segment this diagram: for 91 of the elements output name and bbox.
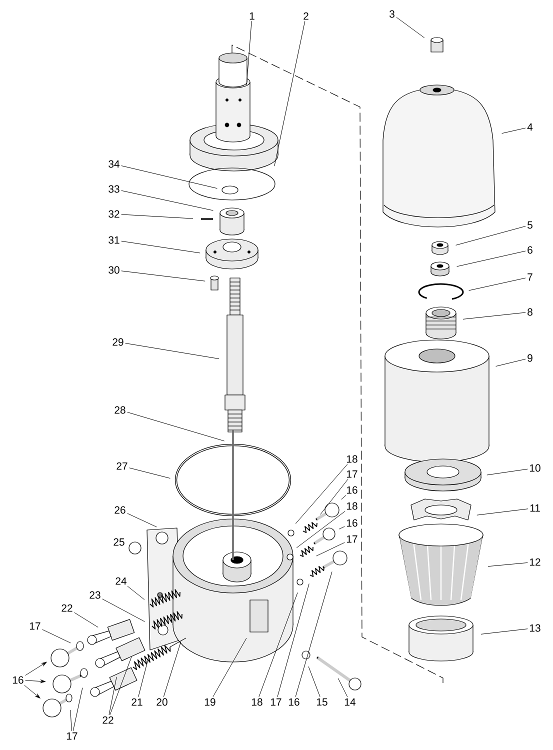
callout-number: 22 [62,604,72,612]
callout-number: 18 [346,502,358,510]
callout-number: 18 [252,698,262,706]
leader-line [502,128,526,134]
callout-number: 24 [116,577,126,585]
leader-line [480,628,528,634]
leader-line [274,20,306,166]
callout-number: 32 [108,210,120,218]
leader-line [121,214,194,219]
leader-line [24,684,40,698]
leader-line [25,662,47,676]
leader-line [295,571,332,698]
leader-line [163,641,182,698]
callout-number: 13 [530,624,540,632]
leader-line [468,278,526,291]
leader-line [258,592,298,698]
callout-number: 21 [132,698,142,706]
callout-number: 27 [116,462,128,470]
leader-line [127,513,157,528]
leader-line [320,478,348,515]
callout-number: 17 [346,470,358,478]
leader-line [476,508,528,516]
callout-number: 34 [108,160,120,168]
callout-number: 10 [530,464,540,472]
callout-number: 9 [528,354,532,362]
leader-line [70,710,72,732]
callout-number: 16 [346,519,358,527]
callout-number: 30 [108,266,120,274]
callout-number: 17 [30,622,40,630]
leader-line [121,165,218,189]
callout-number: 11 [530,504,540,512]
callout-number: 8 [528,308,532,316]
callout-number: 17 [66,732,78,740]
callout-number: 20 [156,698,168,706]
leader-line [121,270,206,282]
callout-number: 33 [108,185,120,193]
leader-line [102,598,146,622]
callout-number: 6 [528,246,532,254]
leader-line [496,358,526,367]
callout-number: 16 [12,676,24,684]
callout-number: 17 [346,535,358,543]
leader-line [125,342,220,360]
leader-line [396,17,425,38]
leader-line [42,629,71,644]
callout-number: 19 [204,698,216,706]
leader-line [308,666,320,698]
leader-line [456,250,526,267]
callout-number: 7 [528,273,532,281]
callout-number: 23 [90,591,100,599]
leader-line [129,468,170,479]
callout-number: 18 [346,455,358,463]
callout-number: 28 [114,406,126,414]
leader-line [488,562,528,567]
leader-line [110,656,132,716]
callout-number: 2 [304,12,308,20]
leader-line [74,612,98,628]
leader-line [246,20,252,86]
callout-number: 16 [288,698,300,706]
leader-line [212,638,247,698]
leader-line [108,676,117,716]
callout-number: 16 [346,486,358,494]
callout-number: 31 [108,236,120,244]
leader-line [486,468,528,476]
leader-line [121,190,214,211]
leader-line [456,226,526,246]
leader-line [462,312,526,320]
leader-line [338,678,348,698]
leader-line [72,688,83,732]
leader-line [341,494,346,500]
callout-number: 26 [114,506,126,514]
callout-number: 12 [530,558,540,566]
callout-number: 5 [528,221,532,229]
leader-line [316,542,345,556]
leader-line [296,510,346,548]
leader-line [338,526,345,530]
leader-line [138,658,148,698]
leader-line [127,412,225,442]
callout-number: 29 [112,338,124,346]
callout-number: 14 [344,698,356,706]
leader-line [295,464,348,524]
callout-number: 22 [102,716,114,724]
callout-number: 4 [527,123,533,131]
leader-line [25,680,46,683]
leader-line [277,583,310,698]
leader-line [127,586,145,600]
callout-number: 3 [389,10,394,18]
callout-number: 15 [316,698,328,706]
callout-number: 25 [114,538,124,546]
leader-line [121,240,200,254]
callout-number: 17 [270,698,282,706]
callout-number: 1 [250,12,254,20]
